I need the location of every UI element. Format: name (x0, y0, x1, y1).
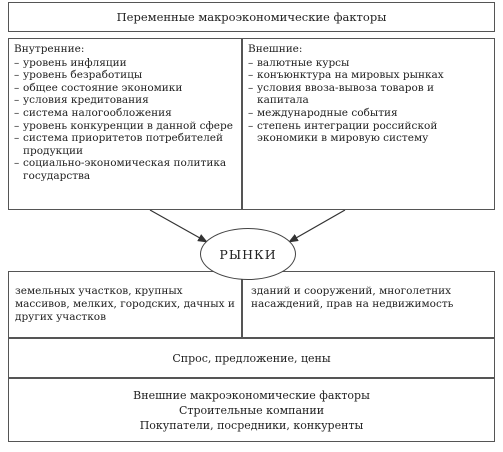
arrow-internal-to-markets (149, 209, 208, 243)
list-item: уровень конкуренции в данной сфере (14, 120, 236, 133)
markets-land-text: земельных участков, крупных массивов, ме… (15, 285, 235, 323)
participants-line: Строительные компании (178, 403, 325, 417)
list-item: общее состояние экономики (14, 82, 236, 95)
markets-label: РЫНКИ (219, 246, 277, 262)
list-item: степень интеграции российской экономики … (248, 120, 489, 145)
markets-buildings-box: зданий и сооружений, многолетних насажде… (242, 271, 495, 338)
participants-line: Покупатели, посредники, конкуренты (139, 418, 364, 432)
list-item: международные события (248, 107, 489, 120)
internal-list: уровень инфляции уровень безработицы общ… (14, 57, 236, 183)
markets-buildings-text: зданий и сооружений, многолетних насажде… (251, 285, 454, 310)
factors-title-box: Переменные макроэкономические факторы (8, 2, 495, 32)
markets-land-box: земельных участков, крупных массивов, ме… (8, 271, 242, 338)
list-item: условия кредитования (14, 94, 236, 107)
list-item: система налогообложения (14, 107, 236, 120)
internal-factors-box: Внутренние: уровень инфляции уровень без… (8, 38, 242, 210)
participants-box: Внешние макроэкономические факторы Строи… (8, 378, 495, 442)
arrow-external-to-markets (288, 209, 346, 243)
external-list: валютные курсы конъюнктура на мировых ры… (248, 57, 489, 145)
demand-text: Спрос, предложение, цены (172, 351, 331, 365)
participants-line: Внешние макроэкономические факторы (133, 388, 370, 402)
list-item: социально-экономическая политика государ… (14, 157, 236, 182)
list-item: уровень безработицы (14, 69, 236, 82)
external-factors-box: Внешние: валютные курсы конъюнктура на м… (242, 38, 495, 210)
demand-box: Спрос, предложение, цены (8, 338, 495, 378)
factors-title: Переменные макроэкономические факторы (116, 10, 387, 24)
list-item: условия ввоза-вывоза товаров и капитала (248, 82, 489, 107)
list-item: уровень инфляции (14, 57, 236, 70)
external-heading: Внешние: (248, 43, 303, 55)
markets-ellipse: РЫНКИ (200, 228, 296, 280)
internal-heading: Внутренние: (14, 43, 85, 55)
list-item: валютные курсы (248, 57, 489, 70)
list-item: конъюнктура на мировых рынках (248, 69, 489, 82)
list-item: система приоритетов потребителей продукц… (14, 132, 236, 157)
